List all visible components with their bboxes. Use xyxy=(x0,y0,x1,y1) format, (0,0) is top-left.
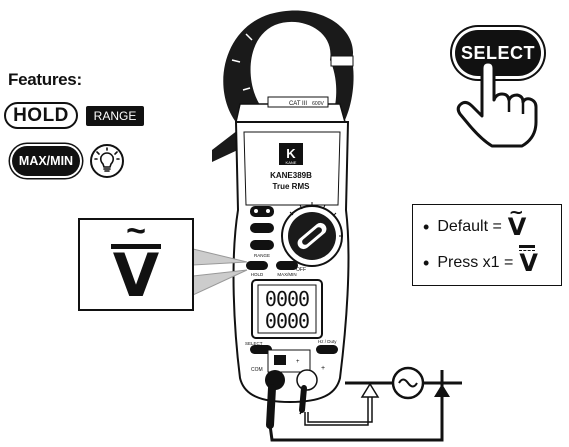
meter-hold-label: HOLD xyxy=(251,272,264,277)
svg-text:KANE: KANE xyxy=(286,160,297,165)
dial-off-label: OFF xyxy=(296,267,306,273)
range-button[interactable]: RANGE xyxy=(86,106,144,126)
meter-hz-label: Hz / Duty xyxy=(318,339,337,344)
dc-bar-icon xyxy=(111,244,161,249)
legend-default-label: Default = xyxy=(437,218,502,235)
legend-dc-volt-symbol: V xyxy=(519,245,538,275)
hand-pointer-icon xyxy=(456,60,538,148)
symbol-legend: • Default = ~V • Press x1 = V xyxy=(412,202,562,286)
terminal-plus-label: + xyxy=(321,365,325,372)
true-rms-label: True RMS xyxy=(273,182,311,191)
volt-symbol: V xyxy=(112,241,160,311)
hold-button[interactable]: HOLD xyxy=(4,102,78,129)
select-button[interactable]: SELECT xyxy=(455,30,541,76)
backlight-button[interactable] xyxy=(90,144,124,178)
legend-press-row: • Press x1 = V xyxy=(423,245,538,275)
terminal-com-label: COM xyxy=(251,367,263,373)
lightbulb-icon xyxy=(94,147,120,172)
tilde-icon: ~ xyxy=(126,212,146,250)
rotary-dial: OFF xyxy=(281,202,343,273)
features-heading: Features: xyxy=(8,70,82,89)
svg-text:+: + xyxy=(296,359,300,365)
legend-default-row: • Default = ~V xyxy=(423,202,527,241)
lcd-bottom-digits: 0000 xyxy=(265,309,309,333)
model-label: KANE389B xyxy=(270,171,312,180)
ac-source-circuit xyxy=(345,366,462,400)
meter-select-label: SELECT xyxy=(245,341,263,346)
legend-ac-volt-symbol: ~V xyxy=(507,202,527,241)
jaw-cat-label: CAT III xyxy=(289,101,307,107)
voltage-symbol-zoom: ~ V xyxy=(78,212,194,311)
svg-text:K: K xyxy=(286,146,296,161)
lcd-top-digits: 0000 xyxy=(265,287,309,311)
lcd-display: 0000 0000 xyxy=(251,279,323,339)
legend-press-label: Press x1 = xyxy=(437,254,514,271)
kane-logo xyxy=(279,143,303,165)
meter-maxmin-label: MAX/MIN xyxy=(277,272,296,277)
meter-range-label: RANGE xyxy=(254,253,270,258)
maxmin-button[interactable]: MAX/MIN xyxy=(12,146,80,176)
jaw-volt-label: 600V xyxy=(312,101,324,107)
